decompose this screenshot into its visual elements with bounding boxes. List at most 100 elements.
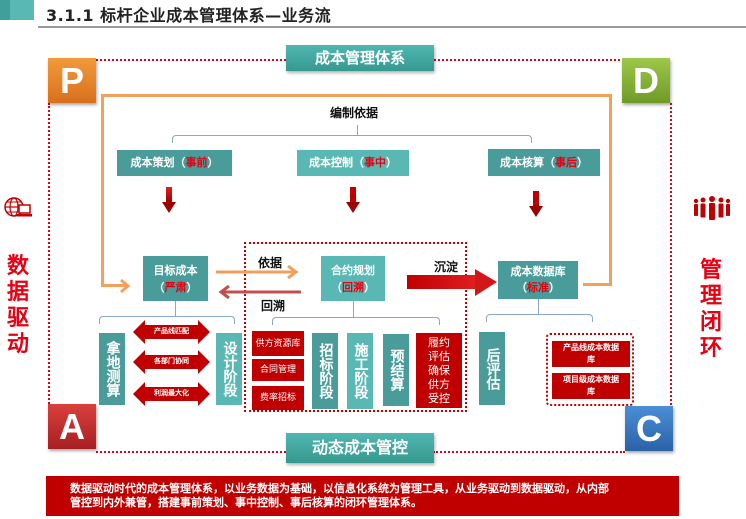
node-label: 成本数据库 xyxy=(510,265,566,278)
node-highlight: 严肃 xyxy=(164,281,187,294)
double-arrow-label: 产品线匹配 xyxy=(154,327,189,335)
deposit-arrow-label: 沉淀 xyxy=(434,260,459,274)
data-driven-label: 数 据 驱 动 xyxy=(5,254,31,358)
node-close: ） xyxy=(364,281,375,294)
phase-label: 成本策划（ xyxy=(130,156,186,169)
construction-stage-column: 施工阶段 xyxy=(347,333,373,409)
deposit-arrow-icon xyxy=(407,269,497,301)
down-arrow-icon xyxy=(529,191,543,217)
node-highlight: 回溯 xyxy=(342,281,364,294)
land-estimate-column: 拿地测算 xyxy=(99,333,125,405)
contract-brace xyxy=(272,317,440,325)
frame-right xyxy=(670,103,672,413)
phase-cost-accounting: 成本核算（事后） xyxy=(488,149,600,176)
double-arrow-label: 利润最大化 xyxy=(154,389,189,397)
column-label: 预结算 xyxy=(388,349,405,391)
cost-database-node: 成本数据库 （标准） xyxy=(498,261,578,299)
people-group-icon xyxy=(692,196,732,222)
frame-bottom-left xyxy=(96,451,286,453)
orange-frame-top xyxy=(101,94,611,97)
pdca-check-box: C xyxy=(625,406,673,451)
orange-frame-left xyxy=(101,94,104,286)
text-line: 供方 xyxy=(428,377,450,391)
side-char: 环 xyxy=(699,336,722,361)
phase-label: 成本核算（ xyxy=(500,156,555,169)
contract-brace-stem xyxy=(353,301,354,317)
column-label: 招标阶段 xyxy=(317,343,334,399)
node-label: 目标成本 xyxy=(153,264,198,277)
node-open: （ xyxy=(153,281,165,294)
column-label: 设计阶段 xyxy=(221,341,238,397)
column-label: 后评估 xyxy=(484,347,501,390)
frame-left xyxy=(48,103,50,415)
phase-close: ） xyxy=(207,156,219,169)
column-label: 拿地测算 xyxy=(104,341,121,397)
node-highlight: 标准 xyxy=(527,281,549,294)
node-open: （ xyxy=(331,281,342,294)
double-arrow-label: 各部门协同 xyxy=(154,357,189,365)
node-open: （ xyxy=(516,281,527,294)
basis-arrow-icon xyxy=(216,264,301,283)
pdca-act-box: A xyxy=(48,404,96,449)
side-char: 管 xyxy=(699,258,722,283)
post-evaluation-column: 后评估 xyxy=(479,332,505,405)
summary-box: 数据驱动时代的成本管理体系，以业务数据为基础，以信息化系统为管理工具，从业务驱动… xyxy=(46,476,679,516)
side-char: 据 xyxy=(6,280,29,305)
column-label: 施工阶段 xyxy=(352,343,369,399)
side-char: 闭 xyxy=(699,310,722,335)
phase-cost-planning: 成本策划（事前） xyxy=(117,150,232,176)
text-line: 确保 xyxy=(428,363,450,377)
frame-bottom-right xyxy=(433,451,625,453)
phase-highlight: 事中 xyxy=(364,156,386,169)
database-brace xyxy=(486,314,593,322)
text-line: 受控 xyxy=(428,391,450,405)
phase-cost-control: 成本控制（事中） xyxy=(297,150,409,176)
product-line-database-box: 产品线成本数据库 xyxy=(552,341,630,367)
dynamic-cost-control-banner: 动态成本管控 xyxy=(286,433,434,463)
header-divider xyxy=(38,26,746,28)
summary-line: 数据驱动时代的成本管理体系，以业务数据为基础，以信息化系统为管理工具，从业务驱动… xyxy=(70,482,609,495)
frame-top-left xyxy=(96,59,286,61)
globe-computer-icon xyxy=(4,196,34,220)
phase-close: ） xyxy=(386,156,397,169)
pdca-plan-box: P xyxy=(48,58,96,103)
page-title: 3.1.1 标杆企业成本管理体系—业务流 xyxy=(46,6,332,25)
basis-arrow-label: 依据 xyxy=(258,256,283,270)
side-char: 动 xyxy=(6,332,29,357)
orange-arrowhead-icon xyxy=(118,278,132,297)
basis-brace-stem xyxy=(357,125,358,135)
project-level-database-box: 项目级成本数据库 xyxy=(552,373,630,399)
header-accent-dark xyxy=(0,0,10,20)
cost-management-system-banner: 成本管理体系 xyxy=(286,45,434,71)
contract-management-box: 合同管理 xyxy=(252,359,304,381)
contract-stage-frame xyxy=(244,242,467,412)
phase-close: ） xyxy=(577,156,588,169)
pre-settlement-column: 预结算 xyxy=(383,334,409,406)
pdca-do-box: D xyxy=(622,58,670,103)
phase-highlight: 事后 xyxy=(555,156,577,169)
management-loop-label: 管 理 闭 环 xyxy=(698,258,724,362)
node-close: ） xyxy=(186,281,198,294)
frame-top-right xyxy=(434,59,624,61)
orange-frame-right xyxy=(609,94,612,286)
trace-back-arrow-icon xyxy=(216,284,301,303)
phase-label: 成本控制（ xyxy=(309,156,364,169)
target-cost-node: 目标成本 （严肃） xyxy=(143,256,208,301)
text-line: 履约 xyxy=(428,335,450,349)
trace-back-arrow-label: 回溯 xyxy=(261,299,286,313)
down-arrow-icon xyxy=(346,187,360,213)
rate-tender-box: 费率招标 xyxy=(252,386,304,410)
design-stage-column: 设计阶段 xyxy=(216,333,242,405)
node-label: 合约规划 xyxy=(331,264,375,277)
database-dotted-frame xyxy=(546,333,634,406)
database-brace-stem xyxy=(538,299,539,314)
node-close: ） xyxy=(549,281,560,294)
target-brace-stem xyxy=(175,301,176,316)
side-char: 数 xyxy=(6,254,29,279)
compilation-basis-label: 编制依据 xyxy=(330,106,379,120)
supplier-resource-box: 供方资源库 xyxy=(252,331,304,356)
down-arrow-icon xyxy=(162,187,176,213)
performance-evaluation-box: 履约 评估 确保 供方 受控 xyxy=(416,333,462,408)
text-line: 评估 xyxy=(428,349,450,363)
phase-highlight: 事前 xyxy=(185,156,208,169)
